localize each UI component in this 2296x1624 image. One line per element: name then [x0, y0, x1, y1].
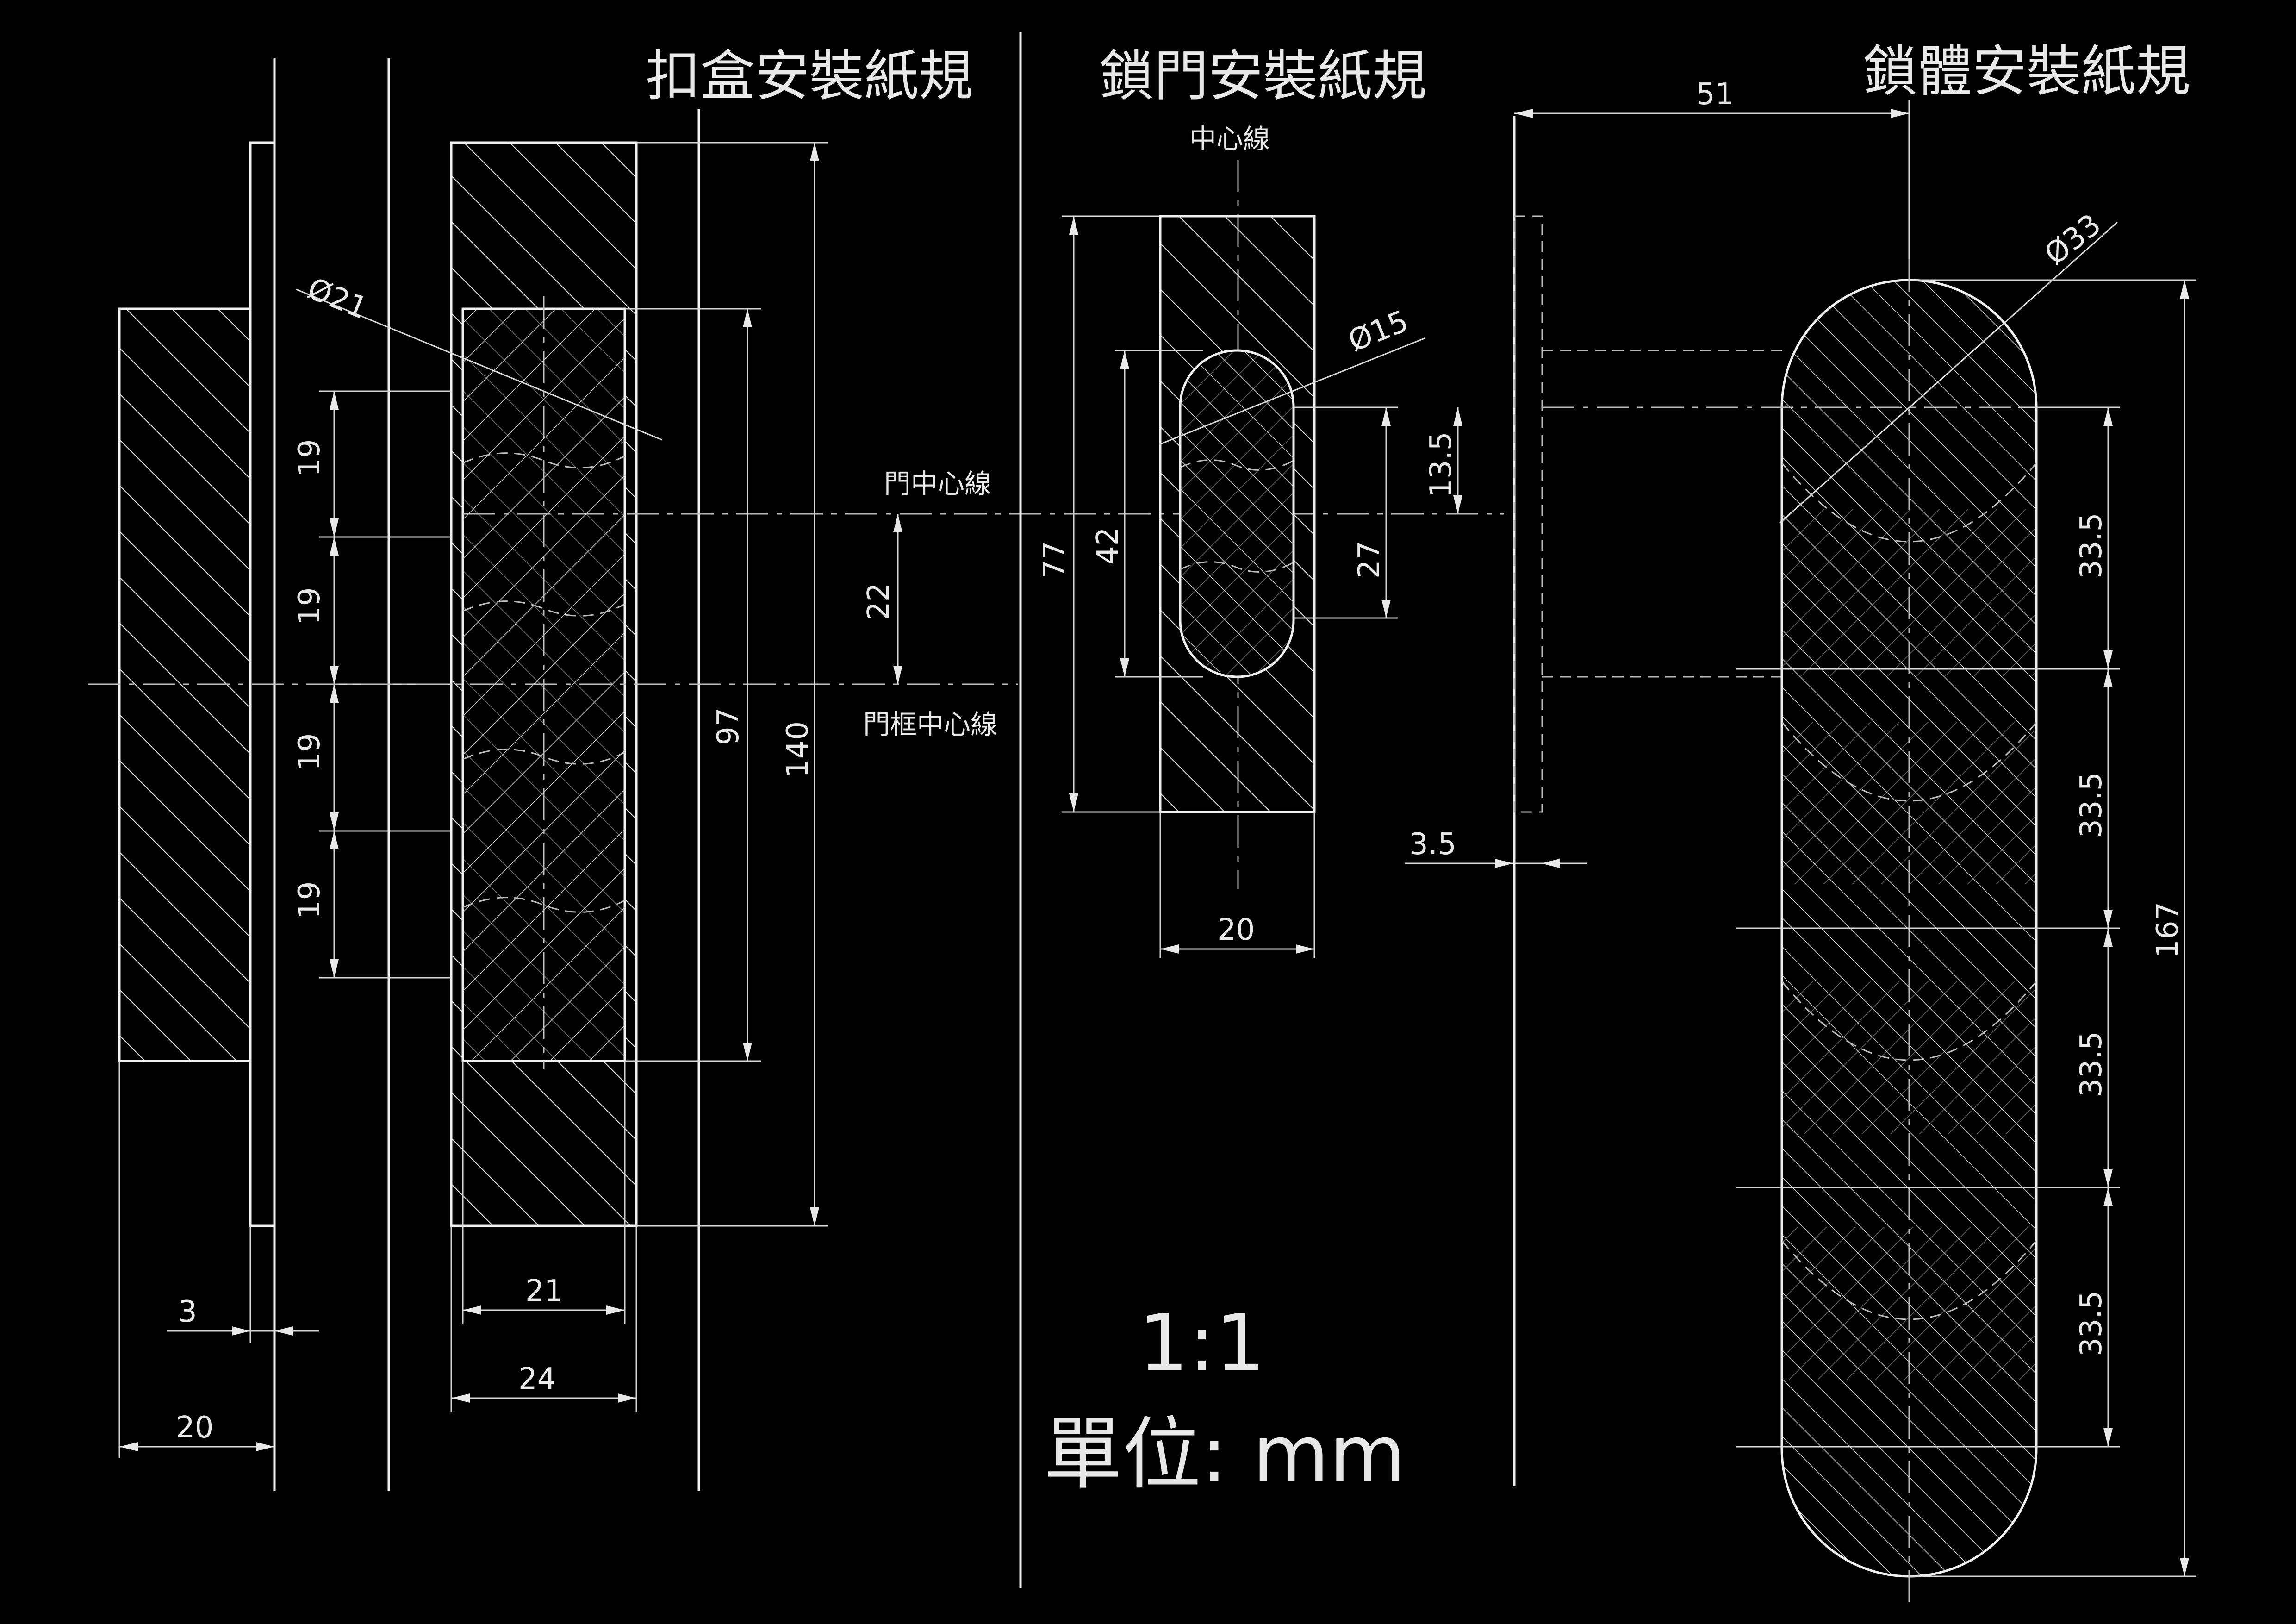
- door-height-42: 42: [1091, 527, 1125, 565]
- door-title: 鎖門安裝紙規: [1099, 44, 1427, 108]
- door-center-line-label: 門中心線: [884, 468, 991, 500]
- frame-center-line-label: 門框中心線: [863, 709, 997, 740]
- strike-pitch-2: 19: [292, 587, 327, 625]
- door-d15-label: Ø15: [1344, 304, 1413, 359]
- lock-body-title: 鎖體安裝紙規: [1863, 39, 2190, 103]
- lock-pitch-3: 33.5: [2074, 1031, 2109, 1098]
- door-offset-3-5: 3.5: [1409, 827, 1456, 862]
- lock-height-167: 167: [2151, 902, 2185, 958]
- strike-d21-label: Ø21: [303, 271, 372, 326]
- strike-height-97: 97: [711, 708, 746, 745]
- door-width-20: 20: [1217, 913, 1255, 947]
- strike-offset-22: 22: [862, 583, 896, 620]
- strike-pitch-1: 19: [292, 439, 327, 477]
- lock-pitch-1: 33.5: [2074, 513, 2109, 579]
- center-line-label: 中心線: [1189, 123, 1270, 155]
- lock-pitch-4: 33.5: [2074, 1291, 2109, 1357]
- strike-width-21: 21: [525, 1274, 563, 1308]
- door-height-77: 77: [1038, 541, 1072, 579]
- strike-height-140: 140: [781, 721, 815, 778]
- door-height-27: 27: [1352, 541, 1387, 579]
- lock-pitch-2: 33.5: [2074, 772, 2109, 838]
- strike-thickness-3: 3: [178, 1295, 197, 1329]
- unit-label: 單位: mm: [1044, 1409, 1406, 1500]
- lock-body-template: 鎖體安裝紙規 51 Ø33: [1513, 39, 2196, 1602]
- strike-box-template: 扣盒安裝紙規 Ø21: [88, 44, 1504, 1491]
- strike-pitch-3: 19: [292, 733, 327, 771]
- lock-width-51: 51: [1696, 77, 1734, 112]
- strike-width-24: 24: [518, 1362, 556, 1396]
- strike-pitch-4: 19: [292, 881, 327, 919]
- door-template: 鎖門安裝紙規 中心線 Ø15 77 42 27: [1038, 44, 1587, 1500]
- scale-label: 1:1: [1139, 1298, 1265, 1389]
- strike-width-20: 20: [176, 1411, 213, 1445]
- door-offset-13-5: 13.5: [1424, 432, 1458, 498]
- strike-box-title: 扣盒安裝紙規: [646, 44, 973, 108]
